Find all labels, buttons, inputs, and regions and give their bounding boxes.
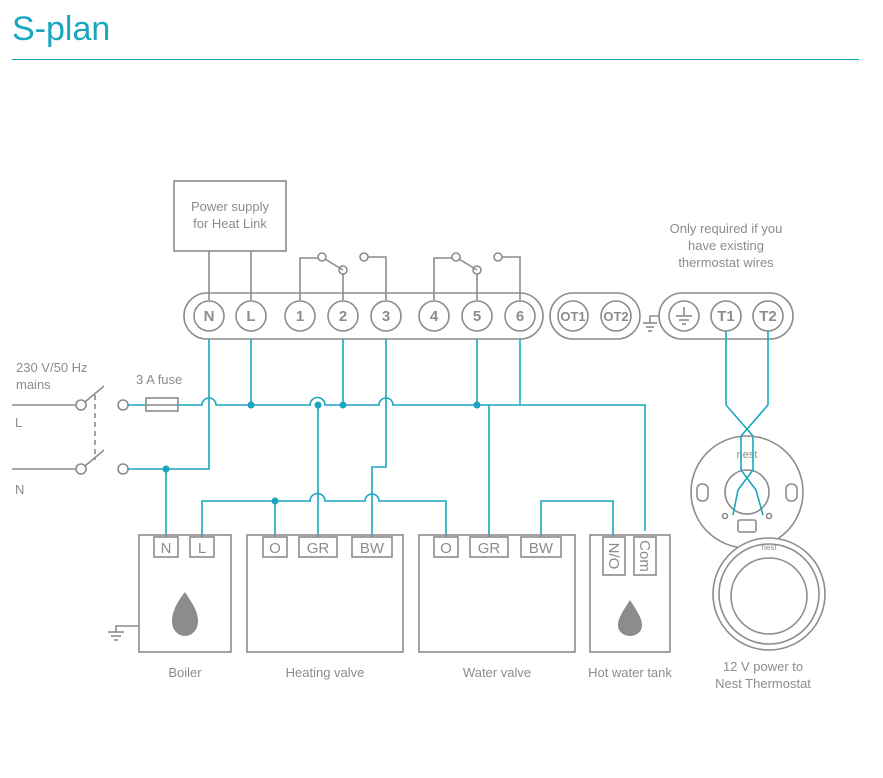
- tank-terminal-no: N/O: [602, 536, 626, 576]
- nest-thermostat-icon: nest: [712, 537, 826, 651]
- svg-text:2: 2: [339, 308, 347, 325]
- relay-switch-2: [433, 252, 521, 300]
- junction-5: [473, 401, 481, 409]
- boiler-terminal-n: N: [153, 536, 179, 558]
- heating-terminal-gr: GR: [298, 536, 338, 558]
- line-n-label: N: [15, 482, 24, 497]
- only-required-label-2: have existing: [688, 238, 764, 253]
- page-title: S-plan: [12, 10, 111, 48]
- terminal-6: 6: [504, 300, 536, 332]
- power-supply-label-2: for Heat Link: [193, 216, 267, 231]
- terminal-l: L: [235, 300, 267, 332]
- water-drop-icon: [618, 600, 642, 636]
- terminal-3: 3: [370, 300, 402, 332]
- terminal-earth: [668, 300, 700, 332]
- svg-text:T1: T1: [717, 308, 735, 325]
- svg-text:BW: BW: [360, 540, 385, 557]
- svg-text:BW: BW: [529, 540, 554, 557]
- heating-terminal-o: O: [262, 536, 288, 558]
- water-terminal-o: O: [433, 536, 459, 558]
- svg-text:OT2: OT2: [603, 309, 628, 324]
- wire-switched-live: [201, 492, 447, 537]
- terminal-1: 1: [284, 300, 316, 332]
- terminal-2: 2: [327, 300, 359, 332]
- nest-thermostat-brand: nest: [761, 543, 777, 552]
- neutral-bus-wire: [128, 339, 210, 470]
- terminal-ot1: OT1: [557, 300, 589, 332]
- power-supply-label-1: Power supply: [191, 199, 270, 214]
- svg-text:O: O: [440, 540, 452, 557]
- terminal-t1: T1: [710, 300, 742, 332]
- flame-icon: [172, 592, 198, 636]
- water-valve-box: [418, 534, 576, 653]
- junction-l: [247, 401, 255, 409]
- junction-2: [339, 401, 347, 409]
- junction-heating-o: [271, 497, 279, 505]
- svg-text:5: 5: [473, 308, 481, 325]
- tank-terminal-com: Com: [633, 536, 657, 576]
- junction-neutral: [162, 465, 170, 473]
- earth-symbol-boiler: [108, 625, 139, 641]
- terminal-strip-ot: [549, 292, 641, 340]
- svg-text:GR: GR: [478, 540, 501, 557]
- nest-power-label-1: 12 V power to: [723, 659, 803, 674]
- terminal-strip-main: [183, 292, 544, 340]
- mains-label-1: 230 V/50 Hz: [16, 360, 88, 375]
- line-l-label: L: [15, 415, 22, 430]
- live-bus-wire: [178, 396, 646, 531]
- heating-valve-box: [246, 534, 404, 653]
- svg-text:1: 1: [296, 308, 304, 325]
- svg-text:GR: GR: [307, 540, 330, 557]
- wire-terminal-3: [371, 339, 387, 495]
- svg-text:Com: Com: [636, 540, 653, 572]
- svg-text:4: 4: [430, 308, 439, 325]
- svg-text:N: N: [204, 308, 215, 325]
- mains-label-2: mains: [16, 377, 51, 392]
- svg-text:L: L: [246, 308, 255, 325]
- only-required-label-3: thermostat wires: [678, 255, 774, 270]
- heating-terminal-bw: BW: [351, 536, 393, 558]
- title-rule: [12, 59, 859, 60]
- earth-symbol-strip: [643, 315, 659, 332]
- heating-valve-label: Heating valve: [286, 665, 365, 680]
- svg-text:OT1: OT1: [560, 309, 585, 324]
- water-terminal-gr: GR: [469, 536, 509, 558]
- relay-switch-1: [299, 252, 387, 300]
- fuse-label: 3 A fuse: [136, 372, 182, 387]
- wire-therm-t1: [725, 331, 754, 437]
- svg-text:6: 6: [516, 308, 524, 325]
- boiler-terminal-l: L: [189, 536, 215, 558]
- hot-water-tank-label: Hot water tank: [588, 665, 672, 680]
- nest-base-plate: nest: [690, 435, 804, 549]
- svg-text:T2: T2: [759, 308, 777, 325]
- terminal-5: 5: [461, 300, 493, 332]
- water-valve-label: Water valve: [463, 665, 531, 680]
- wire-water-bw: [540, 500, 614, 537]
- wire-therm-t2: [740, 331, 769, 437]
- svg-text:N/O: N/O: [605, 543, 622, 570]
- nest-base-brand: nest: [737, 449, 758, 461]
- nest-power-label-2: Nest Thermostat: [715, 676, 811, 691]
- svg-text:3: 3: [382, 308, 390, 325]
- boiler-label: Boiler: [168, 665, 202, 680]
- svg-text:N: N: [161, 540, 172, 557]
- mains-isolator-switch: [12, 385, 129, 475]
- terminal-4: 4: [418, 300, 450, 332]
- svg-text:L: L: [198, 540, 206, 557]
- svg-text:O: O: [269, 540, 281, 557]
- hot-water-tank-box: [589, 534, 671, 653]
- water-terminal-bw: BW: [520, 536, 562, 558]
- terminal-ot2: OT2: [600, 300, 632, 332]
- boiler-box: [138, 534, 232, 653]
- terminal-t2: T2: [752, 300, 784, 332]
- terminal-n: N: [193, 300, 225, 332]
- power-supply-box: [173, 180, 287, 252]
- only-required-label-1: Only required if you: [670, 221, 783, 236]
